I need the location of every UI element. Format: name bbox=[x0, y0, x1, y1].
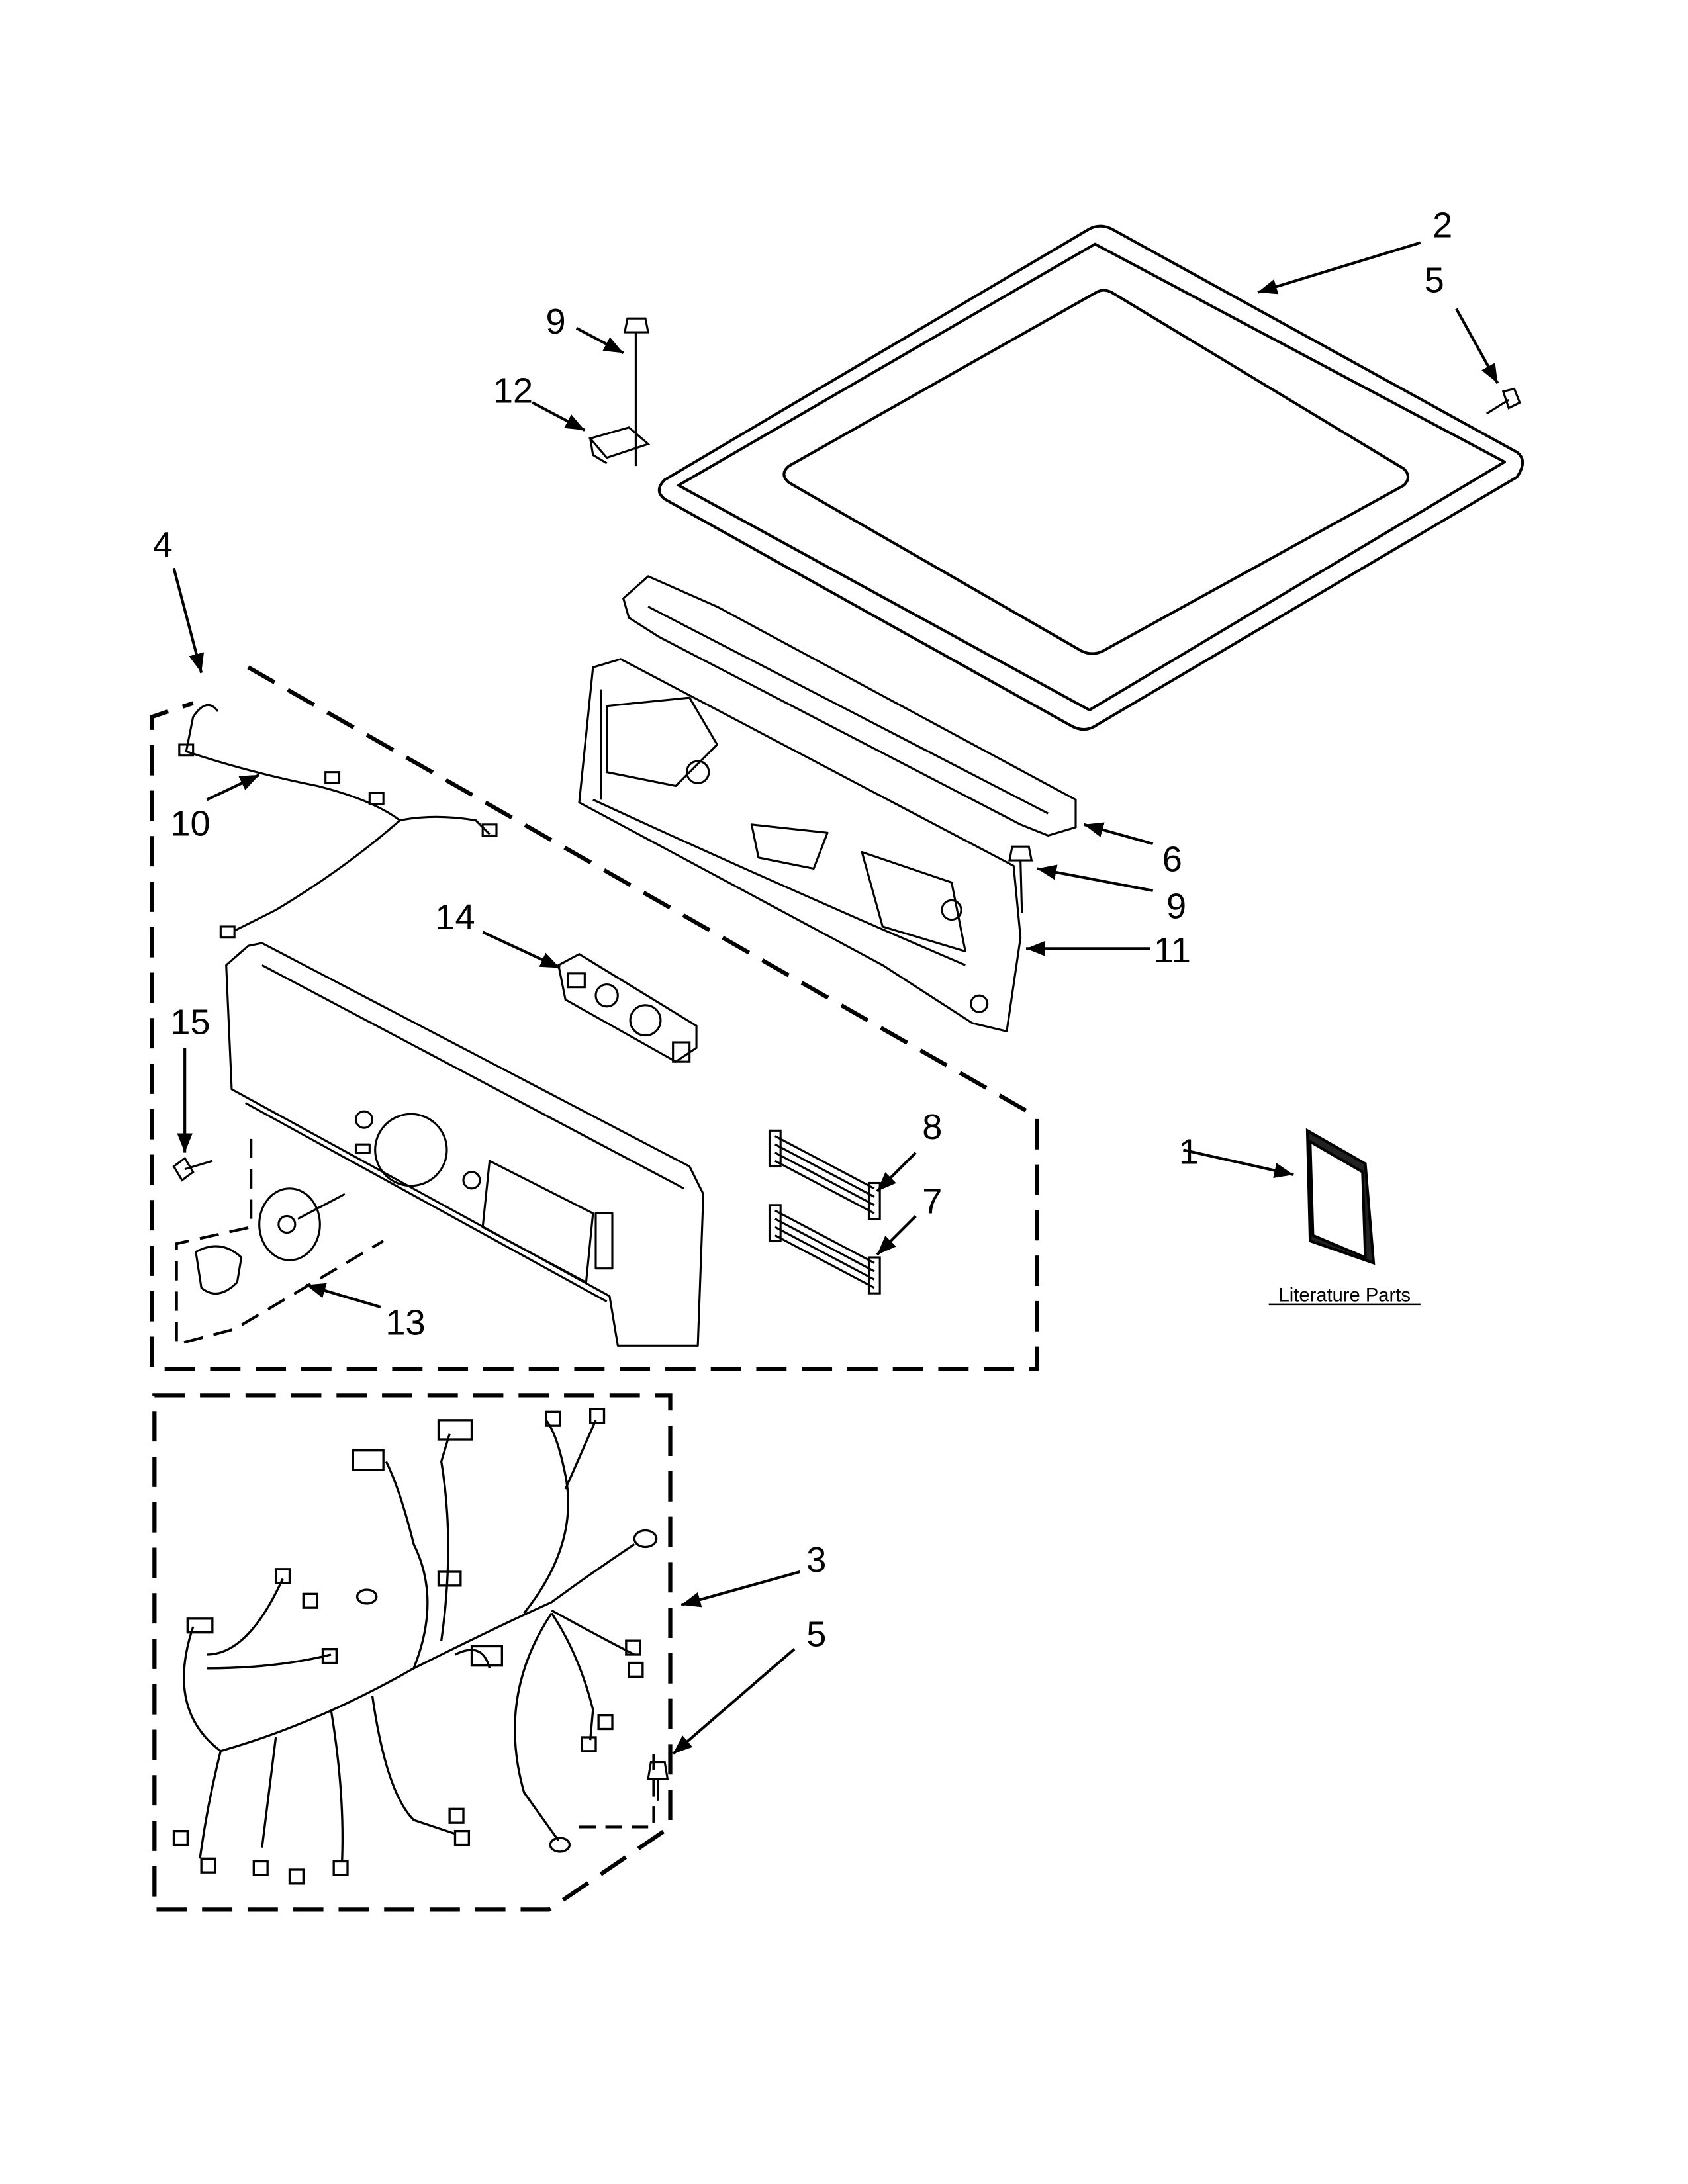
top-cover bbox=[657, 224, 1524, 731]
callout-5a: 5 bbox=[1425, 261, 1444, 300]
callout-12: 12 bbox=[493, 371, 533, 410]
callout-8: 8 bbox=[922, 1107, 942, 1147]
callout-3: 3 bbox=[806, 1540, 826, 1580]
knob-13 bbox=[195, 1187, 346, 1295]
callout-15: 15 bbox=[170, 1003, 210, 1042]
callout-14: 14 bbox=[435, 897, 475, 937]
screw-5b bbox=[647, 1760, 669, 1801]
callout-6: 6 bbox=[1162, 840, 1182, 880]
leader-arrows bbox=[172, 241, 1499, 1755]
harness-group-boundary bbox=[152, 1393, 673, 1912]
callout-2: 2 bbox=[1432, 205, 1452, 245]
callout-10: 10 bbox=[170, 804, 210, 844]
screw-15 bbox=[172, 1156, 213, 1182]
callout-9a: 9 bbox=[546, 302, 566, 341]
main-harness-3 bbox=[172, 1408, 658, 1885]
console-frame bbox=[578, 575, 1077, 1032]
console-panel bbox=[225, 942, 705, 1347]
bracket-12 bbox=[588, 426, 651, 465]
callout-5b: 5 bbox=[806, 1615, 826, 1655]
literature-parts-label: Literature Parts bbox=[1279, 1285, 1411, 1306]
callout-7: 7 bbox=[922, 1181, 942, 1221]
control-board-14 bbox=[557, 952, 698, 1063]
screw-bracket-boundary bbox=[579, 1754, 655, 1829]
screw-9a bbox=[623, 317, 650, 467]
screw-5a bbox=[1486, 387, 1521, 415]
callout-13: 13 bbox=[385, 1303, 425, 1343]
harness-10 bbox=[178, 704, 498, 939]
callout-9b: 9 bbox=[1166, 887, 1186, 927]
callout-4: 4 bbox=[153, 525, 173, 565]
knob-group-boundary bbox=[175, 1138, 385, 1346]
literature-booklet bbox=[1305, 1128, 1376, 1265]
ribbon-7 bbox=[768, 1204, 881, 1295]
console-group-boundary bbox=[150, 665, 1039, 1371]
callout-1: 1 bbox=[1179, 1132, 1199, 1171]
screw-9b bbox=[1008, 845, 1033, 913]
callout-11: 11 bbox=[1154, 931, 1191, 970]
ribbon-8 bbox=[768, 1129, 881, 1220]
